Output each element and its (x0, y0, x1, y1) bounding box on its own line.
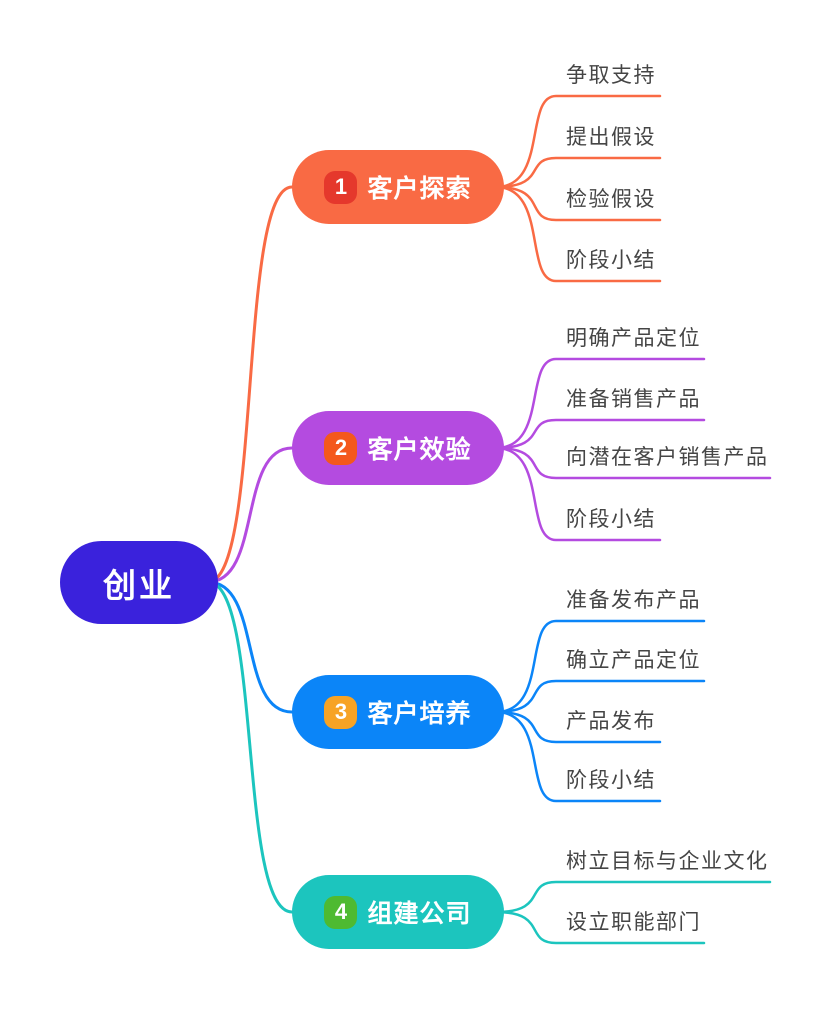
branch-node-2[interactable]: 2 客户效验 (292, 411, 504, 485)
leaf-node[interactable]: 阶段小结 (566, 769, 656, 792)
leaf-node[interactable]: 检验假设 (566, 188, 656, 211)
connector-line (494, 619, 706, 714)
branch-node-4[interactable]: 4 组建公司 (292, 875, 504, 949)
connector-line (494, 156, 662, 189)
leaf-node[interactable]: 产品发布 (566, 710, 656, 733)
leaf-node[interactable]: 向潜在客户销售产品 (566, 446, 769, 469)
branch-node-label: 客户探索 (367, 175, 472, 203)
leaf-node[interactable]: 阶段小结 (566, 508, 656, 531)
leaf-node[interactable]: 树立目标与企业文化 (566, 850, 769, 873)
connector-line (494, 185, 662, 283)
root-node-startup[interactable]: 创业 (60, 541, 218, 624)
leaf-node[interactable]: 阶段小结 (566, 249, 656, 272)
connector-line (494, 679, 706, 714)
leaf-node[interactable]: 明确产品定位 (566, 327, 701, 350)
connector-line (494, 357, 706, 450)
branch-node-3[interactable]: 3 客户培养 (292, 675, 504, 749)
branch-node-label: 组建公司 (367, 900, 472, 928)
connector-line (494, 880, 772, 914)
leaf-node[interactable]: 争取支持 (566, 64, 656, 87)
branch-number-badge: 3 (324, 695, 358, 729)
leaf-node[interactable]: 准备发布产品 (566, 589, 701, 612)
branch-node-1[interactable]: 1 客户探索 (292, 150, 504, 224)
connector-line (206, 185, 294, 584)
connector-line (494, 710, 662, 803)
leaf-node[interactable]: 准备销售产品 (566, 388, 701, 411)
connector-line (206, 446, 294, 584)
branch-number-badge: 1 (324, 170, 358, 204)
connector-line (206, 580, 294, 914)
connector-line (494, 710, 662, 744)
branch-node-label: 客户效验 (367, 436, 472, 464)
connector-line (494, 185, 662, 222)
branch-number-badge: 2 (324, 431, 358, 465)
leaf-node[interactable]: 确立产品定位 (566, 649, 701, 672)
leaf-node[interactable]: 提出假设 (566, 126, 656, 149)
branch-number-badge: 4 (324, 895, 358, 929)
connector-line (494, 446, 662, 542)
leaf-node[interactable]: 设立职能部门 (566, 911, 701, 934)
connector-line (494, 418, 706, 450)
branch-node-label: 客户培养 (367, 700, 472, 728)
connector-line (494, 94, 662, 189)
connector-line (206, 580, 294, 714)
connector-line (494, 446, 772, 480)
root-node-label: 创业 (103, 566, 175, 604)
connector-line (494, 910, 706, 945)
